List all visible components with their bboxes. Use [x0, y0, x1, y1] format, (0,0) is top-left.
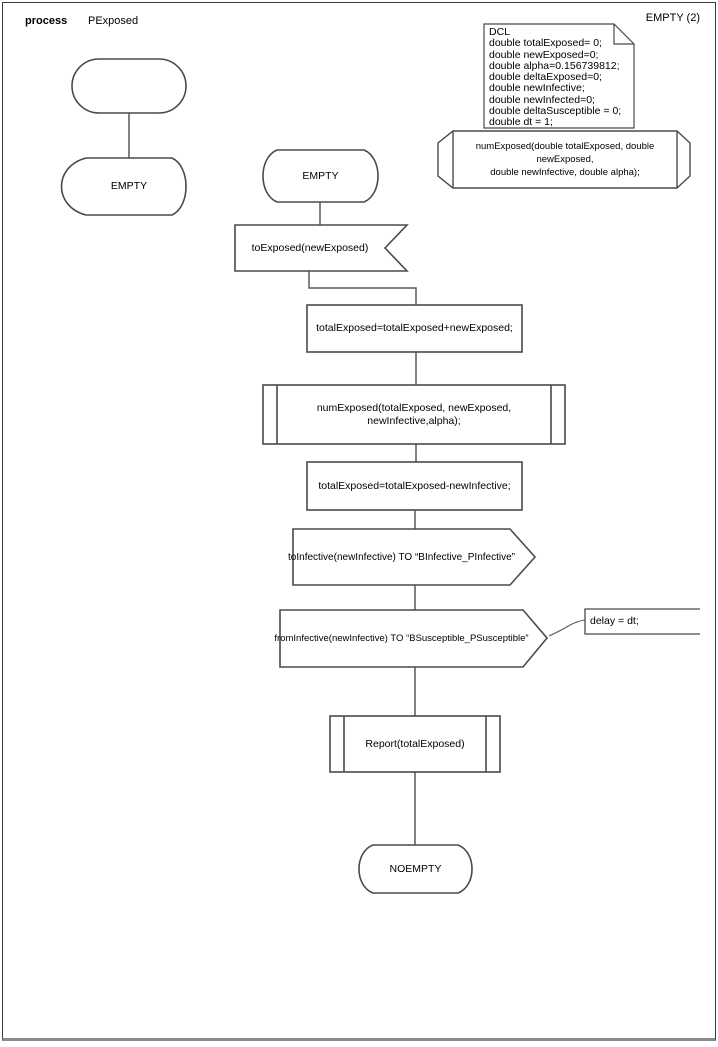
proc-call1-line2: newInfective,alpha); [367, 414, 461, 427]
connector-comment-link [548, 619, 586, 637]
start-symbol[interactable] [71, 58, 187, 114]
state-empty-left-shape[interactable] [60, 157, 187, 216]
proc-call1-shape[interactable] [262, 384, 566, 445]
state-empty-mid-shape[interactable] [262, 149, 379, 203]
connector-layer [128, 113, 586, 845]
output1-shape[interactable] [292, 528, 537, 586]
output2-shape[interactable] [279, 609, 549, 668]
proc-call2-shape[interactable] [329, 715, 501, 773]
task2-label: totalExposed=totalExposed-newInfective; [318, 479, 511, 492]
task2-shape[interactable] [306, 461, 523, 511]
dcl-line: double dt = 1; [489, 116, 553, 129]
procedure-declaration-line1: numExposed(double totalExposed, double n… [475, 141, 655, 165]
comment-label: delay = dt; [590, 615, 639, 627]
output1-label: toInfective(newInfective) TO “BInfective… [288, 551, 515, 563]
connector-input-to-task1 [308, 271, 417, 305]
procedure-declaration-line2: double newInfective, double alpha); [490, 167, 640, 178]
input-signal-shape[interactable] [234, 224, 409, 272]
shape-layer [60, 23, 700, 894]
procedure-declaration-label: numExposed(double totalExposed, double n… [453, 131, 677, 188]
dcl-line: double alpha=0.156739812; [489, 59, 620, 72]
task1-label: totalExposed=totalExposed+newExposed; [316, 322, 513, 334]
dcl-line: double newInfected=0; [489, 93, 595, 106]
dcl-line: double deltaExposed=0; [489, 71, 602, 84]
page-label: EMPTY (2) [645, 12, 700, 24]
state-empty-mid-label: EMPTY [302, 169, 339, 182]
state-end-shape[interactable] [358, 844, 473, 894]
state-end-label: NOEMPTY [389, 862, 442, 875]
diagram-kind-label: process [25, 15, 68, 27]
dcl-line: double newExposed=0; [489, 48, 599, 61]
dcl-text-symbol[interactable] [483, 23, 635, 129]
dcl-line: double totalExposed= 0; [489, 37, 602, 50]
output2-label: fromInfective(newInfective) TO “BSuscept… [274, 633, 529, 644]
dcl-declarations: DCL double totalExposed= 0; double newEx… [489, 26, 633, 129]
dcl-line: double newInfective; [489, 82, 585, 95]
process-name: PExposed [88, 15, 139, 27]
task1-shape[interactable] [306, 304, 523, 353]
dcl-line: DCL [489, 26, 511, 38]
proc-call2-label: Report(totalExposed) [365, 737, 465, 750]
input-signal-label: toExposed(newExposed) [251, 241, 369, 254]
proc-call1-line1: numExposed(totalExposed, newExposed, [316, 401, 512, 414]
dcl-fold-corner [613, 24, 634, 45]
proc-call1-label: numExposed(totalExposed, newExposed, new… [277, 385, 551, 444]
state-empty-left-label: EMPTY [110, 180, 148, 192]
comment-shape[interactable] [584, 608, 700, 635]
dcl-line: double deltaSusceptible = 0; [489, 105, 622, 118]
